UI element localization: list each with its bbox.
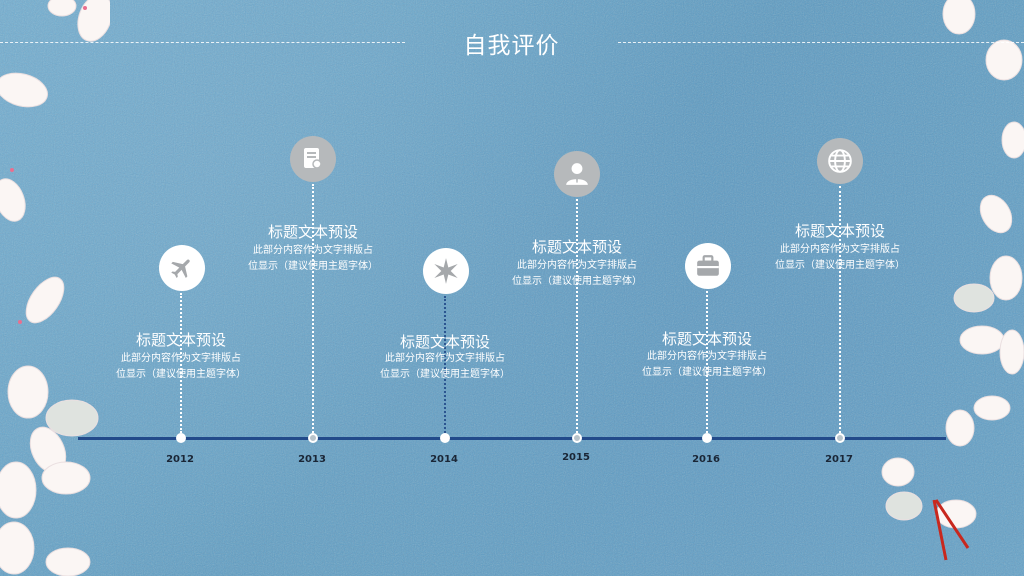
event-desc-line2-2012: 位显示（建议使用主题字体） [116,369,246,380]
event-title-2014: 标题文本预设 [399,333,490,351]
year-marker-2017 [835,433,845,443]
slide-title: 自我评价 [463,33,560,59]
event-title-2012: 标题文本预设 [135,331,226,349]
cherry-petals-left-decoration [0,0,110,576]
title-divider-right [618,42,1024,43]
connector-2016 [706,291,708,433]
airplane-icon [159,245,205,291]
year-label-2015: 2015 [562,452,590,463]
event-title-2015: 标题文本预设 [531,238,622,256]
connector-2013 [312,184,314,433]
year-marker-2012 [176,433,186,443]
event-desc-line1-2014: 此部分内容作为文字排版占 [385,353,505,364]
event-desc-line1-2016: 此部分内容作为文字排版占 [647,351,767,362]
event-title-2013: 标题文本预设 [267,223,358,241]
briefcase-icon [685,243,731,289]
timeline-axis [78,437,946,440]
year-label-2013: 2013 [298,454,326,465]
year-marker-2013 [308,433,318,443]
event-desc-line2-2013: 位显示（建议使用主题字体） [248,261,378,272]
year-label-2012: 2012 [166,454,194,465]
event-title-2017: 标题文本预设 [794,222,885,240]
event-desc-line1-2015: 此部分内容作为文字排版占 [517,260,637,271]
year-marker-2016 [702,433,712,443]
event-desc-line2-2016: 位显示（建议使用主题字体） [642,367,772,378]
certificate-document-icon [290,136,336,182]
year-label-2016: 2016 [692,454,720,465]
event-desc-line2-2015: 位显示（建议使用主题字体） [512,276,642,287]
year-label-2017: 2017 [825,454,853,465]
title-divider-left [0,42,405,43]
connector-2015 [576,199,578,433]
event-desc-line1-2013: 此部分内容作为文字排版占 [253,245,373,256]
year-label-2014: 2014 [430,454,458,465]
cherry-petals-right-decoration [881,0,1024,561]
year-marker-2015 [572,433,582,443]
connector-2017 [839,186,841,433]
connector-2014 [444,296,446,433]
event-desc-line1-2012: 此部分内容作为文字排版占 [121,353,241,364]
event-desc-line1-2017: 此部分内容作为文字排版占 [780,244,900,255]
compass-star-icon [423,248,469,294]
year-marker-2014 [440,433,450,443]
user-profile-icon [554,151,600,197]
globe-icon [817,138,863,184]
event-desc-line2-2014: 位显示（建议使用主题字体） [380,369,510,380]
event-title-2016: 标题文本预设 [661,330,752,348]
event-desc-line2-2017: 位显示（建议使用主题字体） [775,260,905,271]
connector-2012 [180,293,182,433]
